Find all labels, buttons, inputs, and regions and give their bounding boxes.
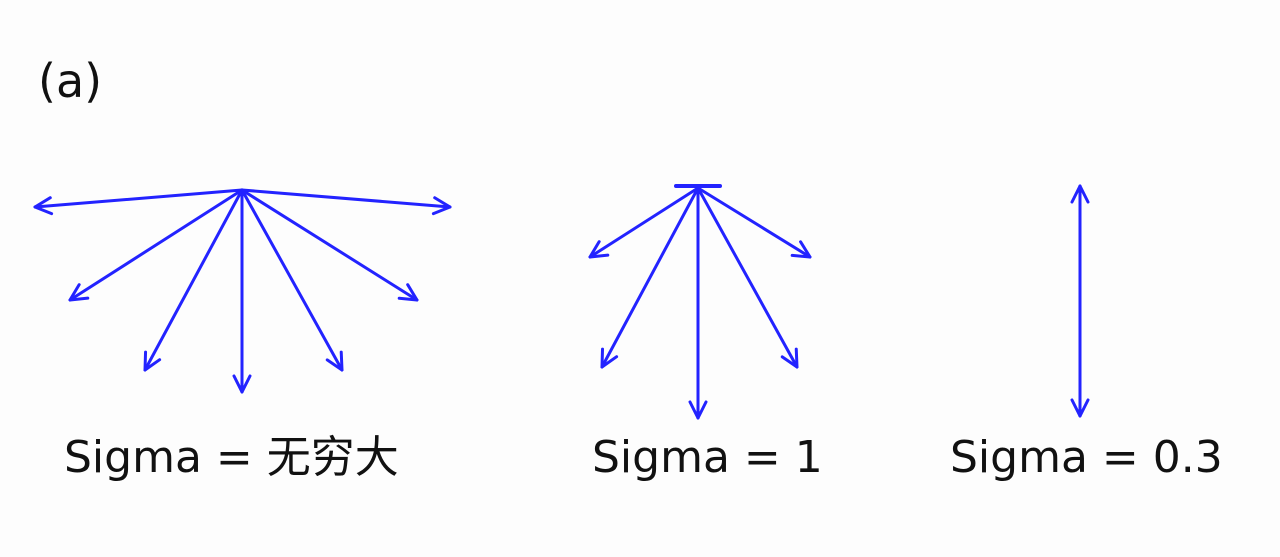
arrow-6: [240, 188, 419, 302]
double-arrow: [1070, 184, 1090, 418]
caption-sigma-1: Sigma = 1: [592, 432, 823, 483]
arrow-4: [232, 188, 252, 394]
arrow-fan-sigma-0-3: [1070, 184, 1090, 418]
arrow-5: [240, 188, 344, 372]
arrow-5: [696, 186, 812, 259]
arrow-fan-sigma-infinite: [33, 188, 452, 394]
arrow-2: [600, 186, 700, 369]
caption-sigma-infinite: Sigma = 无穷大: [64, 432, 399, 483]
arrow-2: [68, 188, 244, 302]
arrow-3: [143, 188, 244, 372]
arrow-1: [588, 186, 700, 259]
arrow-3: [688, 186, 708, 420]
arrow-fan-sigma-1: [588, 184, 812, 420]
panel-label: (a): [38, 54, 103, 108]
caption-sigma-0-3: Sigma = 0.3: [950, 432, 1223, 483]
arrow-7: [240, 188, 452, 216]
arrow-4: [696, 186, 799, 369]
arrow-1: [33, 188, 244, 216]
